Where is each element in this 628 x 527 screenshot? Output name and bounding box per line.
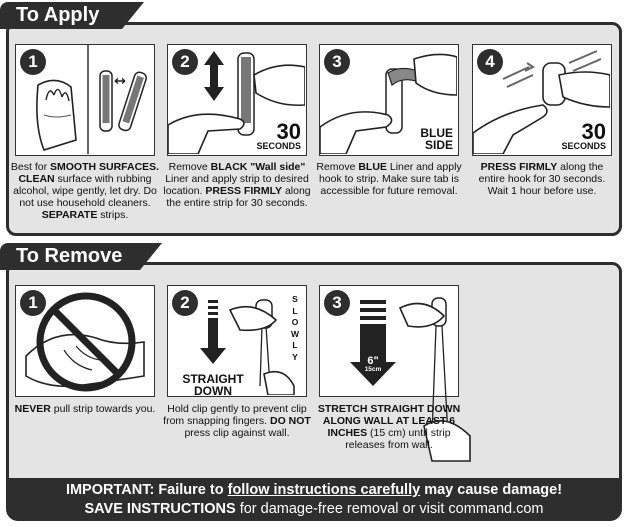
caption-text: press clip against wall. [184, 427, 290, 439]
blue-label: BLUE [420, 126, 453, 140]
caption-bold-text: DO NOT [269, 415, 311, 427]
step-number: 3 [324, 49, 350, 75]
warning-underlined-text: follow instructions carefully [227, 482, 421, 498]
remove-step-3-panel: 3 6" 15cm [319, 285, 471, 462]
caption-bold-text: PRESS FIRMLY [480, 161, 558, 173]
step-number: 2 [172, 49, 198, 75]
step-number: 1 [20, 49, 46, 75]
apply-step-4-caption: PRESS FIRMLY along the entire hook for 3… [467, 161, 617, 197]
six-inch-label: 6" [367, 355, 379, 367]
apply-step-1-panel: 1 [15, 44, 155, 156]
no-pull-illustration [25, 292, 145, 392]
caption-bold-text: NEVER [14, 403, 51, 415]
warning-text: IMPORTANT: Failure to [65, 482, 228, 498]
caption-text: (15 cm) until strip releases from wall. [345, 427, 451, 451]
seconds-number: 30 [581, 119, 606, 144]
apply-step-2-panel: 2 30 SECONDS [167, 44, 307, 156]
straight-label: STRAIGHT [182, 372, 244, 386]
caption-bold-text: SEPARATE [41, 209, 98, 221]
apply-step-1-caption: Best for SMOOTH SURFACES. CLEAN surface … [10, 161, 160, 221]
warning-text: may cause damage! [420, 482, 563, 498]
caption-text: Remove [316, 161, 359, 173]
remove-step-2-caption: Hold clip gently to prevent clip from sn… [162, 403, 312, 439]
save-line: SAVE INSTRUCTIONS for damage-free remova… [6, 500, 622, 519]
step-number: 2 [172, 290, 198, 316]
step-number: 4 [477, 49, 503, 75]
pull-down-illustration [200, 299, 295, 395]
caption-text: Hold clip gently to prevent clip from sn… [163, 403, 307, 427]
press-hook-illustration [473, 50, 610, 154]
caption-bold-text: STRETCH STRAIGHT DOWN ALONG WALL AT LEAS… [317, 403, 461, 439]
caption-text: surface with rubbing alcohol, wipe gentl… [13, 173, 157, 209]
remove-step-3-caption: STRETCH STRAIGHT DOWN ALONG WALL AT LEAS… [314, 403, 464, 451]
remove-step-1-caption: NEVER pull strip towards you. [10, 403, 160, 415]
seconds-label: SECONDS [256, 141, 301, 151]
caption-bold-text: SMOOTH SURFACES. CLEAN [18, 161, 160, 185]
apply-title: To Apply [0, 2, 122, 29]
caption-bold-text: BLUE [358, 161, 387, 173]
website-text: for damage-free removal or visit command… [235, 501, 544, 517]
wipe-surface-illustration [36, 45, 147, 154]
caption-text: pull strip towards you. [50, 403, 156, 415]
apply-step-2-caption: Remove BLACK "Wall side" Liner and apply… [162, 161, 312, 209]
caption-bold-text: BLACK "Wall side" [210, 161, 306, 173]
save-instructions-text: SAVE INSTRUCTIONS [84, 501, 236, 517]
remove-step-1-panel: 1 [15, 285, 155, 397]
caption-bold-text: PRESS FIRMLY [205, 185, 283, 197]
slowly-label: SLOWLY [290, 294, 300, 362]
step-number: 3 [324, 290, 350, 316]
stretch-down-illustration [350, 297, 471, 462]
side-label: SIDE [424, 138, 453, 152]
press-strip-illustration [168, 51, 305, 154]
seconds-number: 30 [276, 119, 301, 144]
step-number: 1 [20, 290, 46, 316]
caption-text: strips. [97, 209, 129, 221]
remove-title: To Remove [0, 243, 140, 270]
peel-liner-illustration [320, 53, 457, 154]
caption-text: Liner and apply hook to strip. Make sure… [318, 161, 462, 197]
caption-text: Best for [10, 161, 50, 173]
apply-step-3-caption: Remove BLUE Liner and apply hook to stri… [314, 161, 464, 197]
caption-text: along the entire hook for 30 seconds. Wa… [478, 161, 606, 197]
caption-text: Remove [168, 161, 211, 173]
caption-text: Liner and apply strip to desired locatio… [163, 173, 309, 197]
seconds-label: SECONDS [561, 141, 606, 151]
down-label: DOWN [194, 384, 232, 397]
fifteen-cm-label: 15cm [364, 366, 382, 373]
important-footer: IMPORTANT: Failure to follow instruction… [6, 478, 622, 521]
prohibited-icon [36, 292, 136, 392]
apply-step-4-panel: 4 30 SECONDS [472, 44, 612, 156]
warning-line: IMPORTANT: Failure to follow instruction… [6, 481, 622, 500]
caption-text: along the entire strip for 30 seconds. [166, 185, 311, 209]
